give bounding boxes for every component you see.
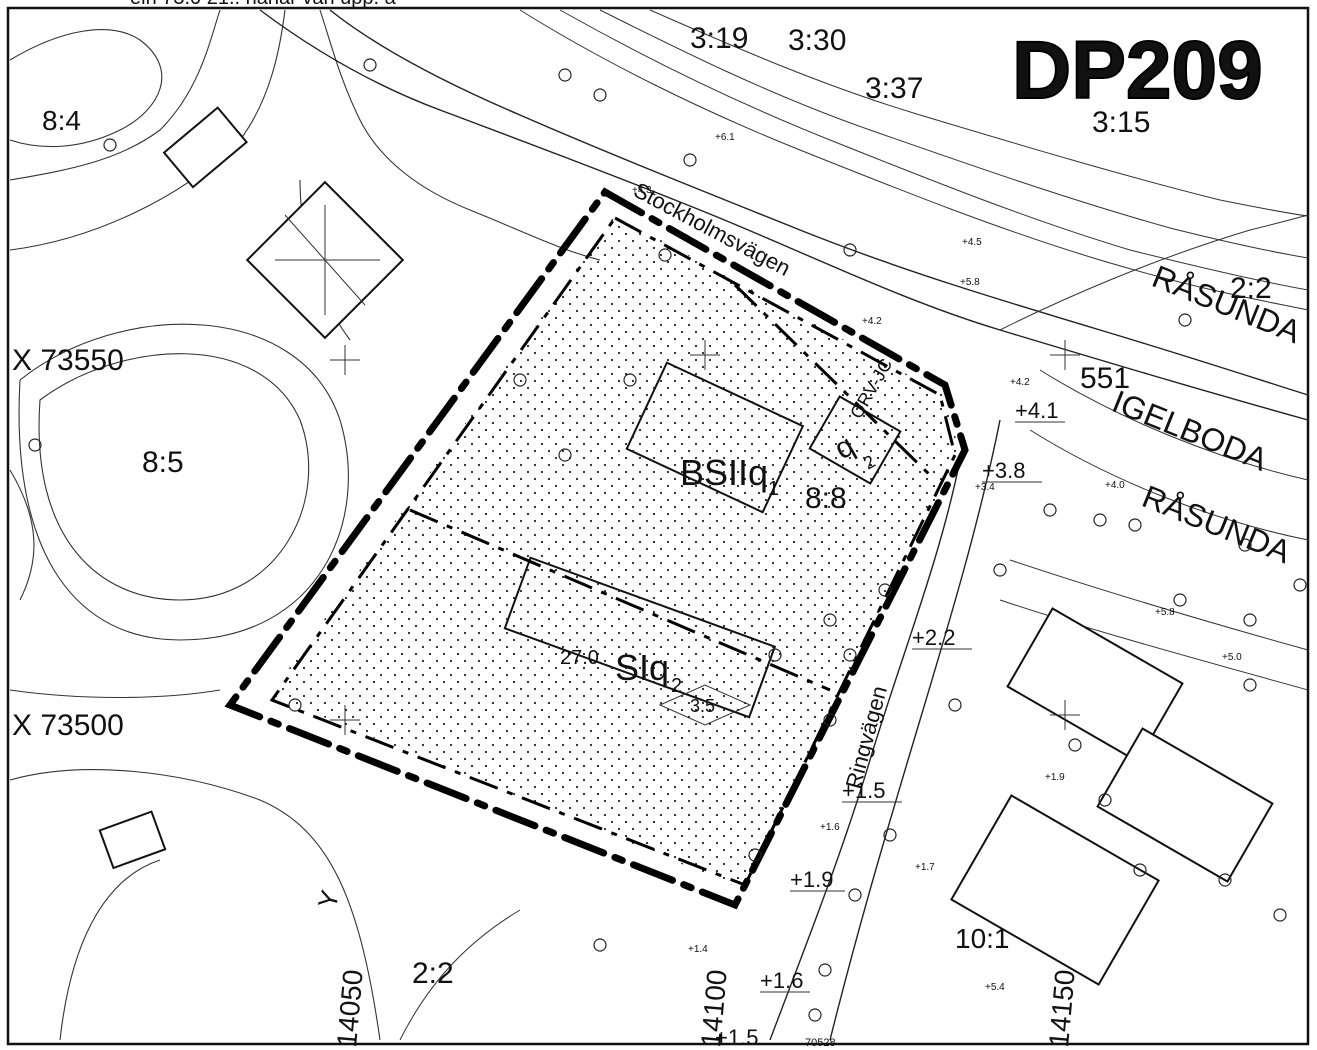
- elevation-label: +1.6: [760, 968, 803, 993]
- parcel-label: 3:30: [788, 24, 846, 57]
- grid-coord: 14050: [331, 968, 369, 1048]
- elevation-label: +5.0: [1222, 652, 1242, 663]
- elevation-label: +4.1: [1015, 398, 1058, 423]
- parcel-label: 3:19: [690, 22, 748, 55]
- zone-code-bsiiq-sub: 1: [768, 478, 779, 500]
- street-igelboda: IGELBODA: [1107, 383, 1273, 478]
- elevation-label: +1.9: [790, 867, 833, 892]
- parcel-label: 2:2: [412, 957, 454, 990]
- elevation-label: +4.2: [1010, 377, 1030, 388]
- road-network: [259, 9, 1309, 1041]
- grid-coord: 14150: [1043, 968, 1081, 1048]
- elevation-label: +5.8: [960, 277, 980, 288]
- grid-coord: X 73550: [12, 344, 124, 377]
- parcel-label: 3:15: [1092, 106, 1150, 139]
- elevation-underlines: [760, 421, 1065, 993]
- building-east-3: [950, 794, 1160, 986]
- elevation-label: +3.8: [982, 458, 1025, 483]
- plan-boundary: [224, 187, 969, 910]
- grid-coord: X 73500: [12, 709, 124, 742]
- parcel-label: 551: [1080, 362, 1130, 395]
- street-rasunda-1: RÅSUNDA: [1147, 258, 1306, 350]
- plan-area-fill: [270, 215, 960, 890]
- plan-boundary-inner: [269, 216, 957, 887]
- map-frame: [6, 6, 1310, 1046]
- height-limit-1: 27.0: [560, 647, 599, 669]
- elevation-label: +4.3: [632, 185, 652, 196]
- parcel-label: 8:4: [42, 105, 81, 136]
- building-cross-lines: [275, 205, 380, 315]
- elevation-label: +1.4: [688, 944, 708, 955]
- zone-code-siq: SIq: [615, 647, 669, 688]
- terrain-contours: [9, 9, 601, 1041]
- grid-crosses: [330, 340, 1080, 735]
- parcel-label: 10:1: [955, 923, 1010, 954]
- grid-coord: 70528: [805, 1037, 836, 1049]
- parcel-label: 8:8: [805, 482, 847, 515]
- elevation-label: +6.1: [715, 132, 735, 143]
- building-cross: [98, 810, 167, 870]
- street-rasunda-2: RÅSUNDA: [1137, 478, 1296, 570]
- height-limit-2: 3.5: [690, 696, 715, 716]
- parcel-label: 2:2: [1230, 272, 1272, 305]
- parcel-label: 3:37: [865, 72, 923, 105]
- elevation-label: +1.7: [915, 862, 935, 873]
- elevation-labels: +4.1 +3.8 +2.2 +1.5 +1.9 +1.6 +1.5 +6.1 …: [632, 132, 1242, 1050]
- elevation-label: +4.2: [862, 316, 882, 327]
- elevation-label: +1.6: [820, 822, 840, 833]
- zone-divider-2: [733, 283, 937, 482]
- zone-divider: [409, 508, 831, 692]
- grid-coord: 14100: [695, 968, 733, 1048]
- elevation-label: +5.8: [1155, 607, 1175, 618]
- elevation-label: +4.0: [1105, 480, 1125, 491]
- building-east-2: [1096, 727, 1274, 883]
- zone-code-bsiiq: BSIIq: [680, 452, 768, 493]
- street-ringvagen: Ringvägen: [841, 683, 892, 791]
- tree-symbols: [28, 58, 1307, 1022]
- parcel-labels: 8:4 8:5 8:8 3:19 3:30 3:37 3:15 2:2 2:2 …: [42, 22, 1272, 990]
- elevation-label: +1.5: [842, 778, 885, 803]
- grid-coord: Y: [312, 887, 345, 912]
- elevation-label: +4.5: [962, 237, 982, 248]
- parcel-label: 8:5: [142, 446, 184, 479]
- elevation-label: +3.4: [975, 482, 995, 493]
- building-8-4: [162, 106, 249, 189]
- sheet-id: DP209: [1012, 25, 1263, 116]
- elevation-label: +1.5: [715, 1025, 758, 1050]
- zone-code-siq-sub: 2: [671, 675, 682, 697]
- elevation-label: +5.4: [985, 982, 1005, 993]
- elevation-label: +2.2: [912, 625, 955, 650]
- top-label: ein 73.0 21.. nanar van upp. a: [130, 0, 397, 9]
- elevation-label: +1.9: [1045, 772, 1065, 783]
- building-east-1: [1006, 607, 1184, 763]
